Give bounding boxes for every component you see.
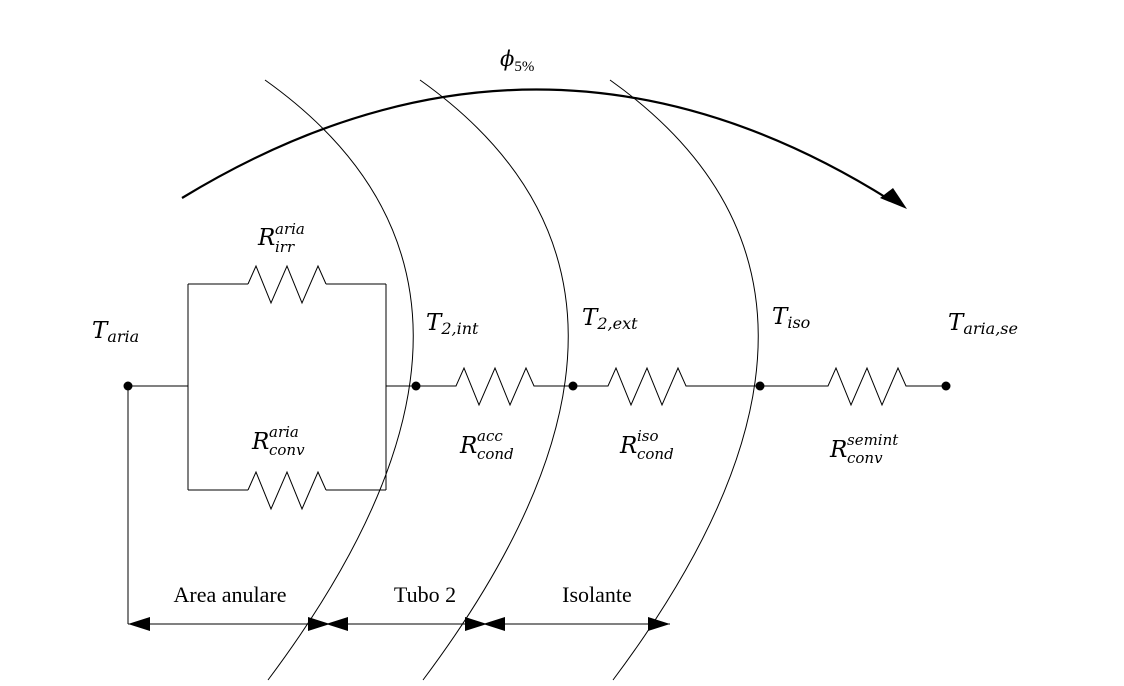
- label-t-iso: Tiso: [772, 304, 810, 332]
- resistor-conv-aria: [247, 470, 327, 511]
- dim-arrow-iso-left: [483, 617, 505, 631]
- svg-text:irr: irr: [275, 238, 295, 256]
- node-t-iso: [755, 381, 765, 391]
- svg-text:aria: aria: [269, 423, 299, 441]
- label-r-cond-iso: R iso cond: [619, 427, 674, 463]
- svg-text:cond: cond: [477, 445, 514, 463]
- svg-text:R: R: [251, 429, 269, 455]
- label-r-cond-acc: R acc cond: [459, 427, 514, 463]
- svg-text:R: R: [257, 225, 275, 251]
- svg-text:semint: semint: [847, 431, 899, 449]
- svg-text:conv: conv: [847, 449, 883, 467]
- label-r-conv-semint: R semint conv: [829, 431, 899, 467]
- resistor-conv-semint: [760, 366, 946, 407]
- svg-text:conv: conv: [269, 441, 305, 459]
- svg-text:acc: acc: [477, 427, 503, 445]
- boundary-arc-annulus-tube: [264, 79, 414, 681]
- node-t-aria: [123, 381, 133, 391]
- resistor-irr-aria: [247, 264, 327, 305]
- heat-flux-arrowhead: [880, 188, 907, 209]
- svg-text:iso: iso: [637, 427, 659, 445]
- node-t-aria-se: [941, 381, 951, 391]
- heat-flux-arrow: [181, 88, 891, 201]
- boundary-arc-tube-insulation: [419, 79, 569, 681]
- region-label-area-anulare: Area anulare: [174, 582, 287, 607]
- boundary-arc-insulation-outer: [609, 79, 759, 681]
- parallel-branch-frame: [128, 283, 416, 491]
- label-r-conv-aria: R aria conv: [251, 423, 305, 459]
- label-t-aria: Taria: [92, 318, 139, 346]
- dim-arrow-tubo-right: [465, 617, 487, 631]
- svg-text:cond: cond: [637, 445, 674, 463]
- flux-label: ϕ5%: [500, 47, 534, 75]
- dim-arrow-area-right: [308, 617, 330, 631]
- resistor-cond-acc: [416, 366, 573, 407]
- label-r-irr-aria: R aria irr: [257, 220, 305, 256]
- resistor-cond-iso: [573, 366, 760, 407]
- svg-text:R: R: [459, 433, 477, 459]
- label-t-2int: T2,int: [426, 310, 479, 338]
- node-t-2int: [411, 381, 421, 391]
- label-t-2ext: T2,ext: [582, 305, 638, 333]
- region-label-tubo-2: Tubo 2: [394, 582, 456, 607]
- region-label-isolante: Isolante: [562, 582, 632, 607]
- dim-arrow-iso-right: [648, 617, 670, 631]
- label-t-aria-se: Taria,se: [948, 310, 1018, 338]
- svg-text:aria: aria: [275, 220, 305, 238]
- dim-arrow-tubo-left: [326, 617, 348, 631]
- dim-arrow-area-left: [128, 617, 150, 631]
- node-t-2ext: [568, 381, 578, 391]
- svg-text:R: R: [829, 437, 847, 463]
- svg-text:R: R: [619, 433, 637, 459]
